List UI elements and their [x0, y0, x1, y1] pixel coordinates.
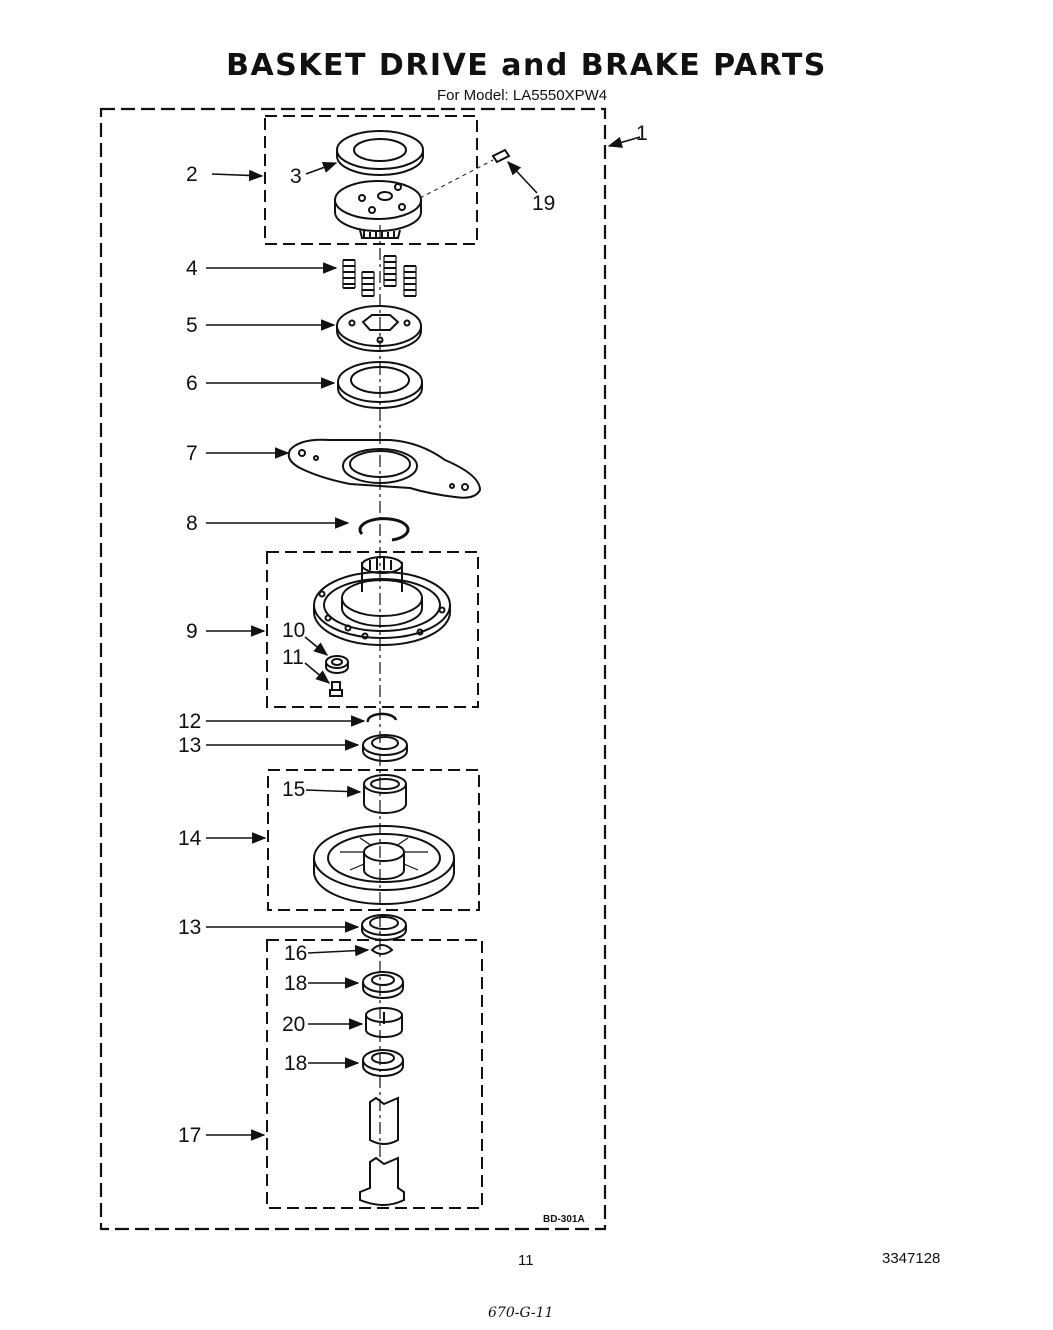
subassembly-box-9 [266, 551, 479, 708]
part-18-bearing-lower [362, 1049, 404, 1077]
callout-7: 7 [186, 442, 198, 465]
subassembly-box-14 [267, 769, 480, 911]
subassembly-box-2 [264, 115, 478, 245]
part-13-washer-upper [362, 734, 408, 762]
page-title: BASKET DRIVE and BRAKE PARTS [226, 48, 827, 83]
leader-arrows [206, 136, 641, 1141]
part-15-bearing [363, 774, 407, 814]
part-4-springs [342, 255, 417, 297]
part-2-hub [334, 180, 422, 239]
page-number: 11 [518, 1252, 534, 1269]
callout-6: 6 [186, 372, 198, 395]
part-6-ring [337, 361, 423, 409]
callout-13-lower: 13 [178, 916, 202, 939]
callout-19: 19 [532, 192, 556, 215]
subassembly-box-17 [266, 939, 483, 1209]
part-19-pin [419, 148, 511, 199]
model-subtitle: For Model: LA5550XPW4 [437, 87, 608, 104]
callout-17: 17 [178, 1124, 202, 1147]
part-12-snap-ring [366, 712, 398, 723]
callout-18-upper: 18 [284, 972, 308, 995]
callout-18-lower: 18 [284, 1052, 308, 1075]
callout-8: 8 [186, 512, 198, 535]
part-3-washer [336, 130, 424, 176]
callout-16: 16 [284, 942, 308, 965]
part-13-washer-lower [361, 914, 407, 941]
part-20-bushing [365, 1007, 403, 1038]
callout-1: 1 [636, 122, 648, 145]
part-5-plate [336, 305, 422, 352]
handwritten-note: 670-G-11 [488, 1305, 554, 1321]
part-11-screw [329, 681, 343, 697]
callout-4: 4 [186, 257, 198, 280]
part-10-seal [325, 655, 349, 674]
part-7-bracket [287, 438, 482, 499]
callout-12: 12 [178, 710, 202, 733]
callout-13-upper: 13 [178, 734, 202, 757]
part-18-bearing-upper [362, 971, 404, 999]
part-14-pulley [313, 825, 455, 905]
callout-9: 9 [186, 620, 198, 643]
drawing-code: BD-301A [543, 1214, 585, 1225]
part-17-shaft [359, 1096, 405, 1206]
callout-5: 5 [186, 314, 198, 337]
callout-20: 20 [282, 1013, 306, 1036]
part-number: 3347128 [882, 1250, 941, 1267]
assembly-outline [99, 107, 607, 1231]
part-8-retaining-ring [358, 517, 410, 542]
callout-3: 3 [290, 165, 302, 188]
part-9-housing [313, 556, 451, 646]
callout-10: 10 [282, 619, 306, 642]
part-16-cap [370, 944, 394, 955]
callout-11: 11 [282, 646, 304, 669]
callout-2: 2 [186, 163, 198, 186]
callout-14: 14 [178, 827, 202, 850]
callout-15: 15 [282, 778, 306, 801]
